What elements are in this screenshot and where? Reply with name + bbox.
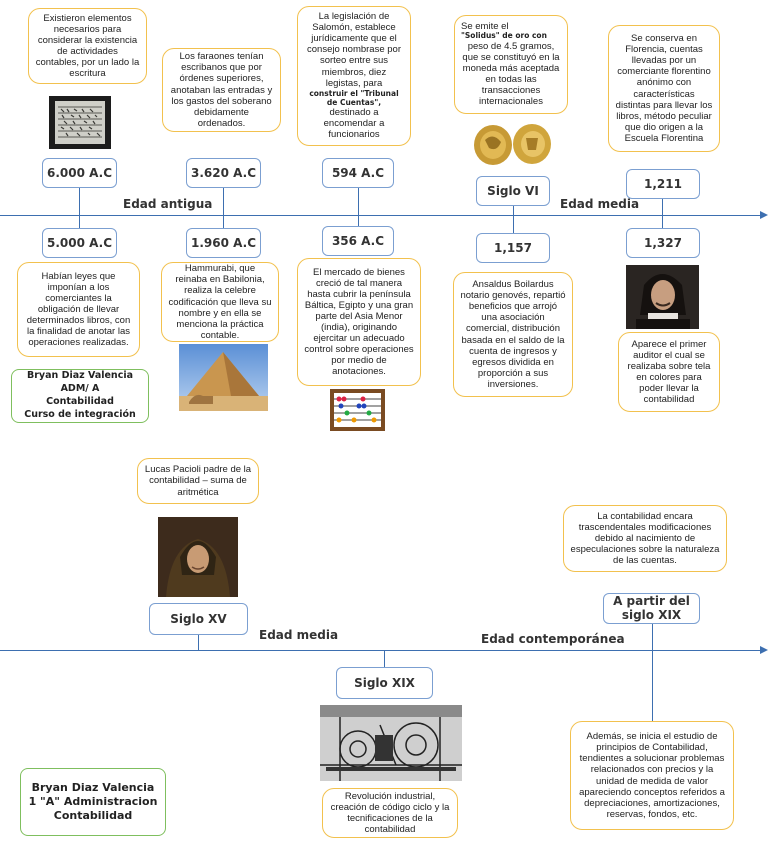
connector: [652, 624, 653, 721]
author-line: Curso de integración: [24, 408, 136, 420]
date-siglo-xix-apartir: A partir del siglo XIX: [603, 593, 700, 624]
note-1960: Hammurabi, que reinaba en Babilonia, rea…: [161, 262, 279, 342]
author-line: 1 "A" Administracion: [28, 794, 158, 808]
lower-timeline-arrow: [760, 646, 768, 654]
author-line: Bryan Diaz Valencia: [27, 370, 133, 382]
note-356: El mercado de bienes creció de tal maner…: [297, 258, 421, 386]
industrial-revolution-image: [320, 705, 462, 781]
abacus-image: [329, 388, 386, 432]
descartes-portrait-image: [626, 265, 699, 329]
date-siglo-xix-apartir-line1: A partir del: [613, 593, 690, 608]
lower-timeline: [0, 650, 760, 651]
note-594-text-b: construir el "Tribunal de Cuentas",: [309, 88, 399, 107]
connector: [513, 205, 514, 233]
note-pacioli: Lucas Pacioli padre de la contabilidad –…: [137, 458, 259, 504]
date-3620-ac: 3.620 A.C: [186, 158, 261, 188]
note-siglo6: Se emite el "Solidus" de oro con peso de…: [454, 15, 568, 114]
note-1211: Se conserva en Florencia, cuentas llevad…: [608, 25, 720, 152]
date-1960-ac: 1.960 A.C: [186, 228, 261, 258]
note-594-text-c: destinado a encomendar a funcionarios: [323, 106, 385, 140]
note-siglo6-text-a: Se emite el: [461, 21, 509, 33]
date-356-ac: 356 A.C: [322, 226, 394, 256]
pyramid-sphinx-image: [179, 344, 268, 411]
author-line: ADM/ A: [60, 383, 100, 395]
date-siglo-xix: Siglo XIX: [336, 667, 433, 699]
note-6000: Existieron elementos necesarios para con…: [28, 8, 147, 84]
note-1157: Ansaldus Boilardus notario genovés, repa…: [453, 272, 573, 397]
note-1327: Aparece el primer auditor el cual se rea…: [618, 332, 720, 412]
author-line: Bryan Diaz Valencia: [31, 780, 155, 794]
upper-timeline: [0, 215, 760, 216]
era-label-contemporanea: Edad contemporánea: [479, 632, 627, 646]
date-594-ac: 594 A.C: [322, 158, 394, 188]
era-label-media: Edad media: [558, 197, 642, 211]
author-line: Contabilidad: [53, 809, 133, 823]
note-siglo6-text-c: peso de 4.5 gramos, que se constituyó en…: [462, 40, 560, 107]
connector: [358, 188, 359, 226]
note-594: La legislación de Salomón, establece jur…: [297, 6, 411, 146]
date-6000-ac: 6.000 A.C: [42, 158, 117, 188]
note-5000: Habían leyes que imponían a los comercia…: [17, 262, 140, 357]
connector: [198, 635, 199, 650]
author-line: Contabilidad: [46, 396, 114, 407]
connector: [79, 188, 80, 228]
note-encara: La contabilidad encara trascendentales m…: [563, 505, 727, 572]
date-siglo-vi: Siglo VI: [476, 176, 550, 206]
date-5000-ac: 5.000 A.C: [42, 228, 117, 258]
connector: [662, 198, 663, 228]
clay-tablet-image: [49, 96, 111, 149]
date-1157: 1,157: [476, 233, 550, 263]
author-box-upper: Bryan Diaz Valencia ADM/ A Contabilidad …: [11, 369, 149, 423]
author-box-lower: Bryan Diaz Valencia 1 "A" Administracion…: [20, 768, 166, 836]
pacioli-portrait-image: [158, 517, 238, 597]
note-revolucion: Revolución industrial, creación de códig…: [322, 788, 458, 838]
note-594-text-a: La legislación de Salomón, establece jur…: [307, 11, 401, 89]
era-label-antigua: Edad antigua: [121, 197, 215, 211]
upper-timeline-arrow: [760, 211, 768, 219]
note-principios: Además, se inicia el estudio de principi…: [570, 721, 734, 830]
date-siglo-xix-apartir-line2: siglo XIX: [621, 607, 682, 622]
date-1327: 1,327: [626, 228, 700, 258]
era-label-media-2: Edad media: [257, 628, 341, 642]
date-siglo-xv: Siglo XV: [149, 603, 248, 635]
date-1211: 1,211: [626, 169, 700, 199]
note-siglo6-text-b: "Solidus" de oro con: [461, 31, 547, 41]
connector: [223, 188, 224, 228]
connector: [384, 650, 385, 667]
note-3620: Los faraones tenían escribanos que por ó…: [162, 48, 281, 132]
gold-coins-image: [471, 118, 554, 170]
